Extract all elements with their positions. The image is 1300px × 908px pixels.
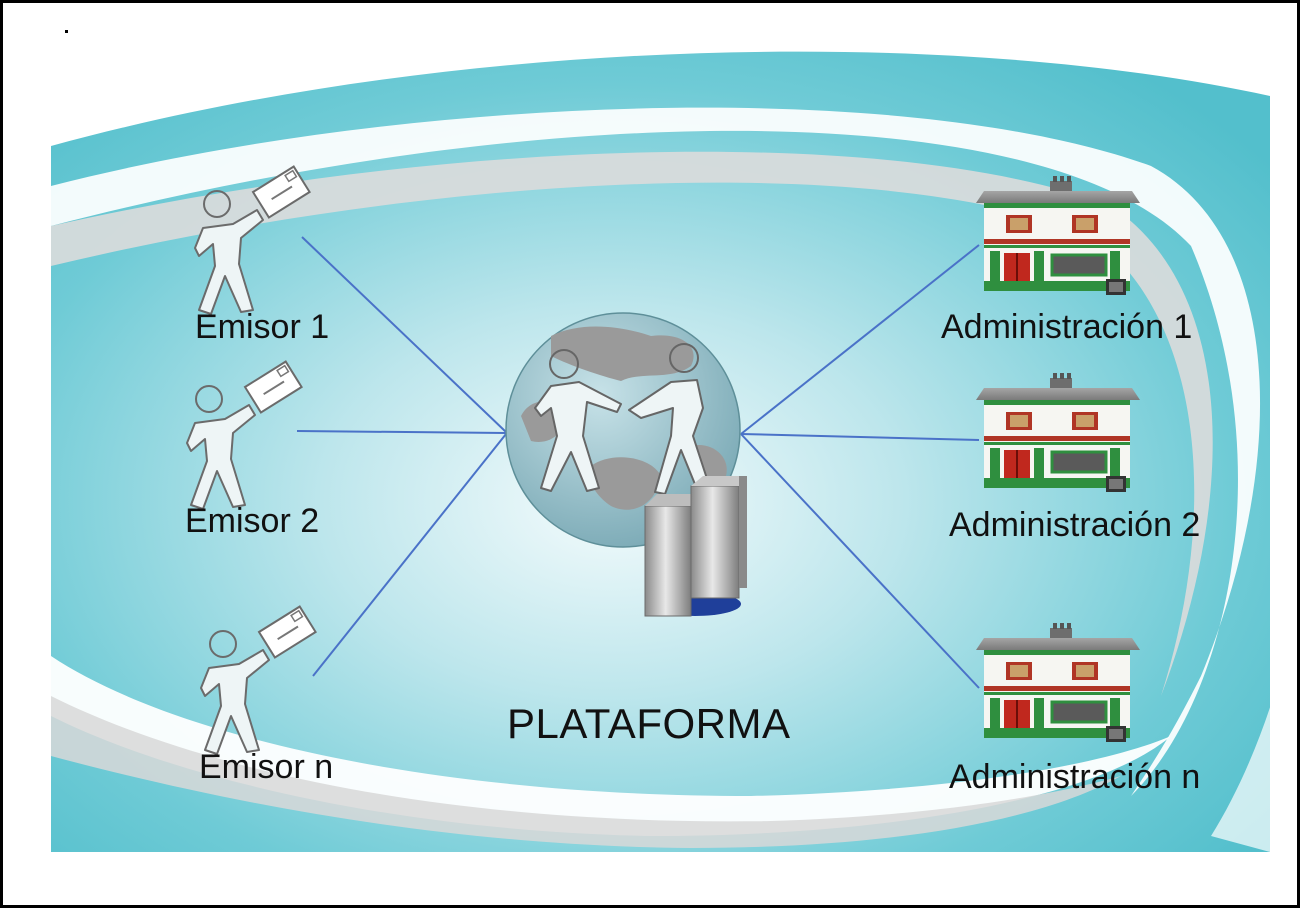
globe-land (521, 326, 727, 510)
connector-emisor-2 (296, 430, 507, 434)
handshake-figures (534, 343, 712, 495)
emisor-1-label: Emisor 1 (195, 308, 330, 346)
server-icon (644, 476, 747, 617)
administracion-1-label: Administración 1 (941, 308, 1193, 346)
plataforma-label: PLATAFORMA (507, 700, 791, 747)
administracion-2-icon (974, 371, 1142, 494)
plataforma-icon (505, 312, 747, 617)
emisor-n-label: Emisor n (199, 748, 334, 786)
diagram-panel: Emisor 1 Emisor 2 Emisor n Administració… (51, 36, 1270, 852)
corner-dot (65, 30, 68, 33)
connector-emisor-n (312, 433, 507, 677)
emisor-2-label: Emisor 2 (185, 502, 320, 540)
administracion-2-label: Administración 2 (949, 506, 1201, 544)
connector-admin-1 (740, 244, 980, 435)
administracion-n-label: Administración n (949, 758, 1201, 796)
connector-lines (296, 236, 980, 689)
connector-emisor-1 (301, 236, 507, 433)
connector-admin-2 (740, 433, 980, 441)
administracion-n-icon (974, 621, 1142, 744)
connector-admin-n (740, 433, 980, 689)
administracion-1-icon (974, 174, 1142, 297)
diagram-canvas (51, 36, 1270, 852)
